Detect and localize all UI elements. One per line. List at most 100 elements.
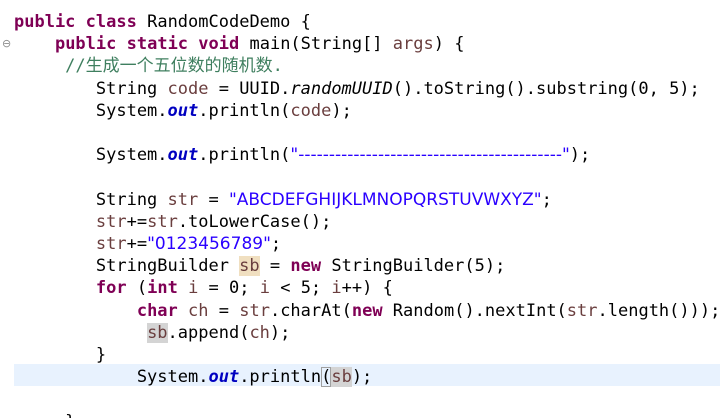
- code-line[interactable]: //生成一个五位数的随机数.: [14, 55, 720, 77]
- code-token: .charAt(: [269, 301, 352, 321]
- code-token: String: [14, 190, 168, 210]
- code-token: }: [14, 412, 75, 418]
- code-token: "0123456789": [147, 234, 271, 254]
- code-token: [14, 301, 137, 321]
- code-token: +=: [126, 234, 148, 254]
- code-token: (: [321, 367, 332, 387]
- code-token: i: [331, 278, 342, 298]
- code-token: [14, 278, 96, 298]
- code-token: [75, 12, 85, 32]
- code-token: int: [147, 278, 178, 298]
- code-token: sb: [239, 256, 260, 276]
- code-token: [14, 234, 96, 254]
- code-token: i: [188, 278, 199, 298]
- code-line[interactable]: char ch = str.charAt(new Random().nextIn…: [14, 300, 720, 322]
- code-token: .println(: [198, 145, 291, 165]
- code-token: String: [14, 79, 168, 99]
- code-token: [178, 278, 188, 298]
- code-token: randomUUID: [290, 79, 393, 99]
- code-line[interactable]: System.out.println("--------------------…: [14, 144, 720, 166]
- code-token: = UUID.: [208, 79, 291, 99]
- code-line[interactable]: for (int i = 0; i < 5; i++) {: [14, 277, 720, 299]
- code-line[interactable]: [14, 122, 720, 144]
- code-token: char: [136, 301, 178, 321]
- code-token: out: [167, 101, 199, 121]
- code-line[interactable]: System.out.println(code);: [14, 100, 720, 122]
- code-line[interactable]: }: [14, 344, 720, 366]
- code-token: for: [95, 278, 127, 298]
- current-line-highlight: [14, 364, 720, 386]
- code-line[interactable]: StringBuilder sb = new StringBuilder(5);: [14, 255, 720, 277]
- code-token: str: [566, 301, 598, 321]
- code-token: ) {: [433, 34, 465, 54]
- code-line[interactable]: str+="0123456789";: [14, 233, 720, 255]
- code-token: [14, 323, 147, 343]
- code-token: new: [351, 301, 383, 321]
- code-token: );: [569, 145, 591, 165]
- code-token: +=: [126, 212, 148, 232]
- code-token: //生成一个五位数的随机数.: [14, 56, 283, 76]
- code-token: (: [126, 278, 148, 298]
- code-token: str: [239, 301, 270, 321]
- code-token: .length()));: [597, 301, 720, 321]
- code-token: = 0;: [198, 278, 260, 298]
- code-token: =: [198, 190, 229, 210]
- code-token: static: [126, 34, 189, 54]
- code-line[interactable]: System.out.println(sb);: [14, 366, 720, 388]
- fold-collapse-icon[interactable]: ⊖: [2, 37, 12, 50]
- code-token: [116, 34, 126, 54]
- code-token: ch: [188, 301, 209, 321]
- code-token: );: [331, 101, 352, 121]
- code-line[interactable]: public class RandomCodeDemo {: [14, 11, 720, 33]
- code-token: str: [95, 212, 127, 232]
- code-line[interactable]: public static void main(String[] args) {: [14, 33, 720, 55]
- code-token: out: [208, 367, 240, 387]
- code-token: Random().nextInt(: [382, 301, 567, 321]
- code-token: < 5;: [269, 278, 332, 298]
- code-token: new: [290, 256, 322, 276]
- code-token: ().toString().substring(0, 5);: [392, 79, 700, 99]
- text-cursor: [330, 367, 332, 385]
- code-line[interactable]: [14, 166, 720, 188]
- code-line[interactable]: }: [14, 411, 720, 418]
- code-line[interactable]: String code = UUID.randomUUID().toString…: [14, 78, 720, 100]
- code-token: StringBuilder: [14, 256, 240, 276]
- code-token: =: [259, 256, 291, 276]
- code-line[interactable]: String str = "ABCDEFGHIJKLMNOPQRSTUVWXYZ…: [14, 189, 720, 211]
- code-token: [14, 34, 55, 54]
- code-line[interactable]: sb.append(ch);: [14, 322, 720, 344]
- code-token: ch: [249, 323, 270, 343]
- code-token: public: [14, 12, 76, 32]
- code-token: System.: [14, 145, 168, 165]
- code-token: System.: [14, 101, 168, 121]
- code-token: str: [147, 212, 178, 232]
- code-token: code: [167, 79, 209, 99]
- code-token: }: [14, 345, 107, 365]
- code-token: ;: [541, 190, 552, 210]
- code-token: StringBuilder(5);: [321, 256, 506, 276]
- code-token: sb: [147, 323, 168, 343]
- code-token: "ABCDEFGHIJKLMNOPQRSTUVWXYZ": [228, 190, 542, 210]
- code-token: i: [259, 278, 270, 298]
- code-token: [178, 301, 188, 321]
- code-token: code: [290, 101, 332, 121]
- code-token: .append(: [167, 323, 250, 343]
- code-token: void: [198, 34, 240, 54]
- code-token: [188, 34, 198, 54]
- code-token: [14, 212, 96, 232]
- code-token: ;: [270, 234, 282, 254]
- code-line[interactable]: str+=str.toLowerCase();: [14, 211, 720, 233]
- code-token: str: [167, 190, 199, 210]
- code-token: class: [85, 12, 137, 32]
- code-token: "---------------------------------------…: [290, 145, 570, 165]
- code-line[interactable]: [14, 388, 720, 410]
- code-token: .println: [239, 367, 322, 387]
- code-token: .toLowerCase();: [177, 212, 332, 232]
- code-token: RandomCodeDemo {: [136, 12, 311, 32]
- code-token: );: [269, 323, 291, 343]
- code-token: args: [392, 34, 434, 54]
- code-token: out: [167, 145, 199, 165]
- code-token: str: [95, 234, 127, 254]
- code-token: );: [351, 367, 373, 387]
